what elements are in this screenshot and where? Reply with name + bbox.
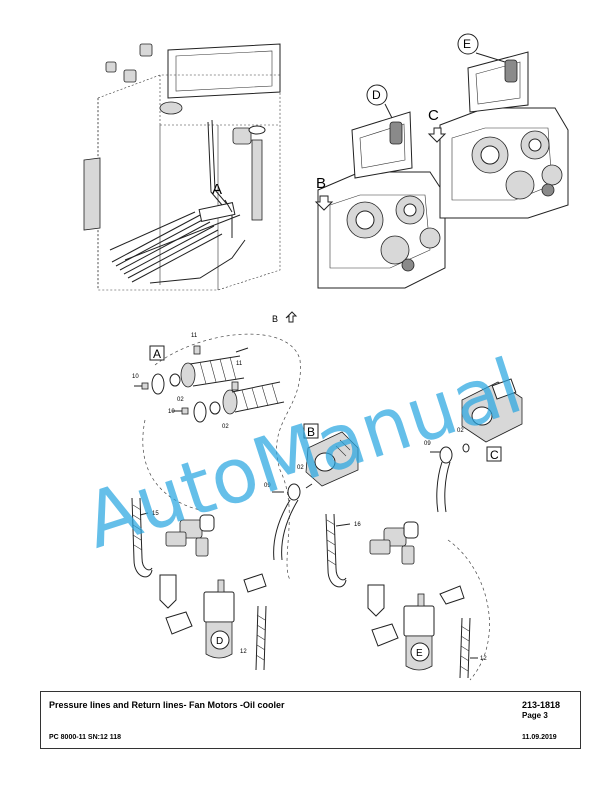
callout-16: 16 [354, 522, 361, 528]
callout-02-c: 02 [457, 428, 464, 434]
callout-11-lower: 11 [236, 361, 243, 367]
fan-gearbox-assembly: D E B C [314, 33, 569, 289]
page-number: Page 3 [522, 711, 548, 720]
document-number: 213-1818 [522, 700, 561, 710]
callout-15: 15 [152, 511, 159, 517]
callout-12-d: 12 [240, 649, 247, 655]
detail-view-c: C 02 09 [424, 378, 523, 513]
watermark-text: AutoManual [74, 341, 532, 566]
exploded-parts-drawing: A D E B [74, 33, 569, 681]
callout-09-c: 09 [424, 441, 431, 447]
callout-02-a2: 02 [222, 424, 229, 430]
view-label-c-main: C [428, 107, 439, 124]
document-date: 11.09.2019 [522, 734, 557, 741]
cooler-tube-bundle [109, 202, 241, 283]
view-label-b-main: B [316, 175, 326, 192]
callout-02-a1: 02 [177, 397, 184, 403]
view-arrow-label-b: B [272, 314, 278, 324]
machine-serial: PC 8000-11 SN:12 118 [49, 734, 121, 741]
detail-label-a: A [153, 347, 161, 361]
callout-12-e: 12 [480, 656, 487, 662]
callout-11-upper: 11 [191, 333, 198, 339]
arrow-b-icon [285, 311, 298, 323]
callout-10-upper: 10 [132, 374, 139, 380]
view-label-d-main: D [372, 88, 381, 102]
filter-label-e: E [416, 648, 423, 659]
view-label-e-main: E [463, 37, 471, 51]
filter-assembly-d: 15 D 12 [131, 497, 267, 671]
detail-view-b: B 02 09 [264, 423, 359, 561]
document-title: Pressure lines and Return lines- Fan Mot… [49, 700, 285, 710]
detail-label-c: C [490, 448, 499, 462]
filter-label-d: D [216, 636, 223, 647]
callout-09-b: 09 [264, 483, 271, 489]
callout-02-b: 02 [297, 465, 304, 471]
detail-label-b: B [307, 425, 315, 439]
callout-10-lower: 10 [168, 409, 175, 415]
filter-assembly-e: 16 E 12 [325, 513, 490, 681]
detail-view-a: A 11 11 10 10 02 02 [132, 333, 301, 581]
oil-cooler-assembly: A [83, 43, 281, 291]
view-label-a-main: A [212, 181, 222, 198]
title-block: Pressure lines and Return lines- Fan Mot… [40, 691, 581, 749]
